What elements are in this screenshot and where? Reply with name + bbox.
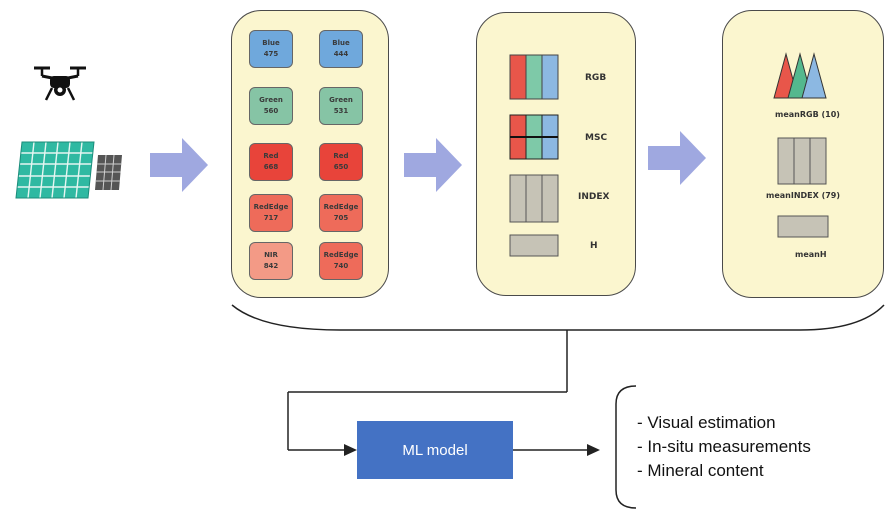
band-tile: Green 560 [249,87,293,125]
band-tile: Red 668 [249,143,293,181]
msc-label: MSC [585,133,608,143]
mean-h-label: meanH [795,250,827,259]
band-name: Red [263,152,279,160]
flow-arrow-2 [404,138,462,192]
band-name: Blue [332,39,350,47]
group-brace [231,304,885,331]
mean-index-block [777,137,827,185]
band-wavelength: 475 [263,50,279,58]
target-item: - Visual estimation [637,413,776,432]
band-name: RedEdge [253,203,289,211]
targets-bracket [615,385,637,509]
band-wavelength: 444 [333,50,349,58]
band-tile: Blue 475 [249,30,293,68]
index-block [509,174,559,223]
rgb-block [509,54,559,100]
drone-icon [34,66,86,101]
band-tile: Red 650 [319,143,363,181]
targets-list: - Visual estimation - In-situ measuremen… [637,411,811,483]
band-name: NIR [264,251,278,259]
band-wavelength: 531 [333,107,349,115]
mean-index-label: meanINDEX (79) [766,191,841,200]
target-item: - Mineral content [637,461,764,480]
band-name: Red [333,152,349,160]
spectrum-peaks-icon [773,52,827,99]
band-tile: RedEdge 717 [249,194,293,232]
mean-h-block [777,215,829,238]
band-tile: Green 531 [319,87,363,125]
band-tile: RedEdge 705 [319,194,363,232]
band-wavelength: 740 [333,262,349,270]
band-wavelength: 650 [333,163,349,171]
ml-model-label: ML model [402,441,468,459]
band-tile: RedEdge 740 [319,242,363,280]
h-block [509,234,559,257]
band-name: RedEdge [323,251,359,259]
flow-arrow-3 [648,131,706,185]
band-name: Green [329,96,353,104]
index-label: INDEX [578,192,610,202]
feature-blocks [509,54,559,257]
msc-block [509,114,559,160]
band-name: RedEdge [323,203,359,211]
band-wavelength: 842 [263,262,279,270]
mean-rgb-label: meanRGB (10) [775,110,840,119]
band-wavelength: 705 [333,214,349,222]
band-tile: NIR 842 [249,242,293,280]
band-name: Blue [262,39,280,47]
band-name: Green [259,96,283,104]
rgb-label: RGB [585,73,607,83]
band-wavelength: 560 [263,107,279,115]
band-wavelength: 717 [263,214,279,222]
image-grid-icon [15,141,122,199]
band-wavelength: 668 [263,163,279,171]
h-label: H [590,241,598,251]
ml-model-box: ML model [357,421,513,479]
band-tile: Blue 444 [319,30,363,68]
target-item: - In-situ measurements [637,437,811,456]
flow-arrow-1 [150,138,208,192]
